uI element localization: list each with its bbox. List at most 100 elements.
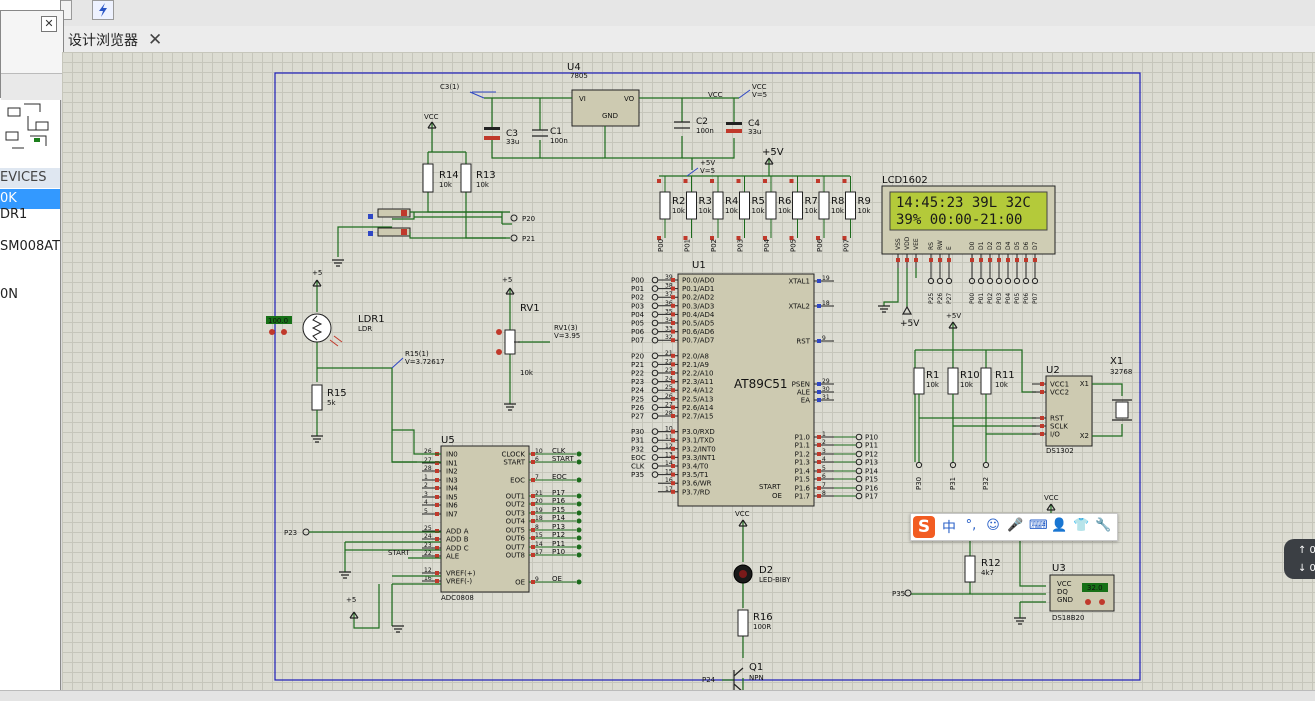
r14-resistor[interactable]: R14 10k <box>422 163 459 193</box>
lcd-terminal[interactable] <box>1022 277 1030 285</box>
shirt-icon[interactable]: 👕 <box>1073 518 1090 533</box>
resistor-body[interactable] <box>845 191 856 220</box>
rtc-terminal[interactable] <box>915 461 923 469</box>
ldr1-sensor[interactable]: LDR1 LDR 100.0 <box>266 313 385 347</box>
resistor-body[interactable] <box>792 191 803 220</box>
crystal-x1[interactable]: X1 32768 <box>1110 356 1132 421</box>
close-icon[interactable]: ✕ <box>41 16 57 32</box>
switch-group[interactable] <box>368 208 411 237</box>
u1-net-terminal[interactable] <box>855 492 863 500</box>
u1-pin-label: P3.4/T0 <box>682 463 708 471</box>
u1-net-terminal[interactable] <box>651 436 659 444</box>
u1-net-terminal[interactable] <box>855 467 863 475</box>
u1-net-terminal[interactable] <box>651 471 659 478</box>
overview-thumbnail[interactable] <box>0 96 60 158</box>
lcd-terminal[interactable] <box>1013 277 1021 285</box>
resistor-body[interactable] <box>659 191 671 220</box>
u1-net-terminal[interactable] <box>651 302 659 310</box>
ime-lang-toggle[interactable]: 中 <box>942 520 956 536</box>
rtc-terminal[interactable] <box>949 461 957 469</box>
u1-net-terminal[interactable] <box>651 378 659 385</box>
resistor-body[interactable] <box>765 191 777 220</box>
device-item[interactable]: DR1 <box>0 207 28 222</box>
mcu-u1[interactable]: U1 AT89C51 P0.0/AD039P00P0.1/AD138P01P0.… <box>631 260 879 507</box>
emoji-icon[interactable]: ☺ <box>986 518 1000 533</box>
led-d2[interactable]: D2 LED-BIBY <box>733 564 791 584</box>
c4-capacitor[interactable]: C4 33u <box>726 119 761 136</box>
u1-net-terminal[interactable] <box>651 454 659 461</box>
lcd-terminal[interactable] <box>1031 277 1039 285</box>
lcd1602-display[interactable]: LCD1602 14:45:23 39L 32C 39% 00:00-21:00… <box>881 175 1056 304</box>
close-icon[interactable]: ✕ <box>148 29 163 50</box>
r12-resistor[interactable]: R12 4k7 <box>964 555 1001 583</box>
r11-resistor[interactable]: R11 10k <box>980 367 1015 395</box>
c2-capacitor[interactable]: C2 100n <box>674 117 714 135</box>
u1-net-terminal[interactable] <box>855 450 863 458</box>
device-item[interactable]: 0N <box>0 287 18 302</box>
adc-u5[interactable]: U5 ADC0808 IN026IN127IN228IN31IN42IN53IN… <box>422 435 582 602</box>
transistor-q1[interactable]: Q1 NPN <box>733 662 764 693</box>
u1-net-terminal[interactable] <box>651 369 659 377</box>
r10-resistor[interactable]: R10 10k <box>947 367 980 395</box>
u1-pin-label: P1.0 <box>795 434 810 442</box>
network-speed-widget[interactable]: ↑ 0. ↓ 0. <box>1284 539 1315 579</box>
u1-net-terminal[interactable] <box>855 475 863 483</box>
lcd-terminal[interactable] <box>927 277 935 285</box>
sogou-logo[interactable]: S <box>913 516 935 538</box>
pullup-resistor-array[interactable]: R210kP00R310kP01R410kP02R510kP03R610kP04… <box>657 176 871 252</box>
c3-capacitor[interactable]: C3 33u <box>484 127 519 146</box>
wrench-icon[interactable]: 🔧 <box>1095 518 1112 533</box>
tab-design-explorer[interactable]: 设计浏览器 ✕ <box>62 27 168 52</box>
c1-capacitor[interactable]: C1 100n <box>532 127 568 145</box>
u1-net-terminal[interactable] <box>651 428 659 435</box>
u1-net-terminal[interactable] <box>651 328 659 335</box>
microphone-icon[interactable]: 🎤 <box>1007 518 1024 533</box>
device-item[interactable]: 0K <box>0 189 60 209</box>
rv1-potentiometer[interactable]: RV1 10k <box>496 303 540 377</box>
r13-resistor[interactable]: R13 10k <box>460 163 496 193</box>
u1-net-terminal[interactable] <box>651 352 659 360</box>
u1-net-terminal[interactable] <box>651 445 659 453</box>
r1-resistor[interactable]: R1 10k <box>913 367 940 395</box>
lcd-terminal[interactable] <box>945 277 953 285</box>
schematic-drawing[interactable]: VI VO GND U4 7805 C3 33u C1 100n C2 100n… <box>62 52 1315 700</box>
keyboard-icon[interactable]: ⌨ <box>1029 518 1048 533</box>
temp-sensor-u3[interactable]: U3 DS18B20 VCC DQ GND 32.0 <box>1049 563 1115 622</box>
lcd-terminal[interactable] <box>995 277 1003 285</box>
u1-net-terminal[interactable] <box>855 441 863 449</box>
device-item[interactable]: SM008ATE <box>0 239 60 254</box>
resistor-body[interactable] <box>686 191 697 220</box>
regulator-u4[interactable]: VI VO GND U4 7805 <box>567 62 640 127</box>
resistor-body[interactable] <box>712 191 724 220</box>
u1-net-terminal[interactable] <box>651 311 659 318</box>
resistor-body[interactable] <box>739 191 750 220</box>
r15-resistor[interactable]: R15 5k <box>311 384 347 411</box>
u1-net-terminal[interactable] <box>651 285 659 292</box>
u1-net-terminal[interactable] <box>651 361 659 368</box>
lcd-terminal[interactable] <box>936 277 944 285</box>
user-icon[interactable]: 👤 <box>1051 518 1068 533</box>
u1-net-terminal[interactable] <box>651 293 659 301</box>
u1-pin-state <box>671 295 675 300</box>
lightning-icon[interactable] <box>92 0 114 20</box>
rtc-terminal[interactable] <box>982 461 990 469</box>
u1-net-terminal[interactable] <box>651 386 659 394</box>
u1-net-terminal[interactable] <box>651 276 659 284</box>
u1-net-terminal[interactable] <box>651 462 659 470</box>
u1-net-terminal[interactable] <box>651 412 659 420</box>
lcd-terminal[interactable] <box>1004 277 1012 285</box>
u1-net-terminal[interactable] <box>855 433 863 441</box>
u1-net-terminal[interactable] <box>651 395 659 403</box>
u1-net-terminal[interactable] <box>651 336 659 344</box>
lcd-terminal[interactable] <box>968 277 976 285</box>
u1-net-terminal[interactable] <box>855 484 863 492</box>
u1-net-terminal[interactable] <box>651 404 659 411</box>
u1-net-terminal[interactable] <box>651 319 659 327</box>
u1-net-terminal[interactable] <box>855 458 863 466</box>
lcd-terminal[interactable] <box>977 277 985 285</box>
resistor-body[interactable] <box>818 191 830 220</box>
r16-resistor[interactable]: R16 100R <box>737 609 773 637</box>
lcd-terminal[interactable] <box>986 277 994 285</box>
punctuation-icon[interactable]: °, <box>965 518 977 533</box>
